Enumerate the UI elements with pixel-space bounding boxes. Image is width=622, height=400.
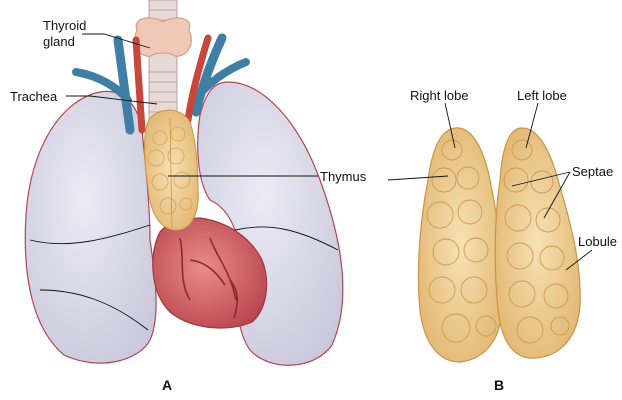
right-carotid-artery	[132, 36, 146, 134]
thymus-left-lobe	[494, 127, 581, 359]
septae-leader-1	[511, 171, 571, 187]
right-lung-fissure-2	[39, 289, 149, 331]
thymus-chest-lobules	[147, 126, 193, 215]
panel-a-chest	[24, 0, 344, 366]
label-thyroid-line2: gland	[43, 34, 75, 49]
left-lobe-leader	[525, 102, 539, 149]
label-septae: Septae	[572, 164, 613, 179]
panel-b-thymus	[417, 127, 581, 363]
thyroid-leader	[82, 33, 151, 49]
thymus-chest-divide	[169, 117, 173, 229]
panel-label-b: B	[494, 377, 504, 393]
label-left-lobe: Left lobe	[517, 88, 567, 103]
lobule-leader	[565, 249, 593, 271]
thymus-in-chest	[144, 109, 199, 231]
thyroid-gland-shape	[134, 17, 192, 57]
left-jugular-vein	[191, 33, 227, 117]
label-thymus: Thymus	[320, 169, 367, 184]
label-right-lobe: Right lobe	[410, 88, 469, 103]
panel-label-a: A	[162, 377, 172, 393]
right-lung	[24, 90, 157, 364]
right-lobe-leader	[444, 102, 456, 149]
left-carotid-artery	[184, 34, 212, 124]
septae-leader-2	[543, 171, 571, 219]
coronary-vessels	[179, 237, 239, 319]
leader-lines	[66, 33, 593, 271]
label-trachea: Trachea	[10, 89, 58, 104]
right-lung-fissure	[29, 224, 151, 245]
trachea-leader	[66, 95, 158, 105]
thymus-lobules	[426, 139, 570, 344]
left-subclavian-vein	[192, 58, 250, 104]
left-lung	[197, 81, 344, 366]
trachea-rings	[149, 9, 177, 113]
label-lobule: Lobule	[578, 234, 617, 249]
right-jugular-vein	[113, 35, 135, 135]
labels: Thyroid gland Trachea Thymus Right lobe …	[10, 18, 617, 393]
label-thyroid-line1: Thyroid	[43, 18, 86, 33]
right-subclavian-vein	[72, 68, 132, 104]
thymus-right-lobe	[417, 127, 504, 363]
thymus-b-leader	[387, 175, 449, 181]
left-lung-fissure	[234, 226, 339, 251]
